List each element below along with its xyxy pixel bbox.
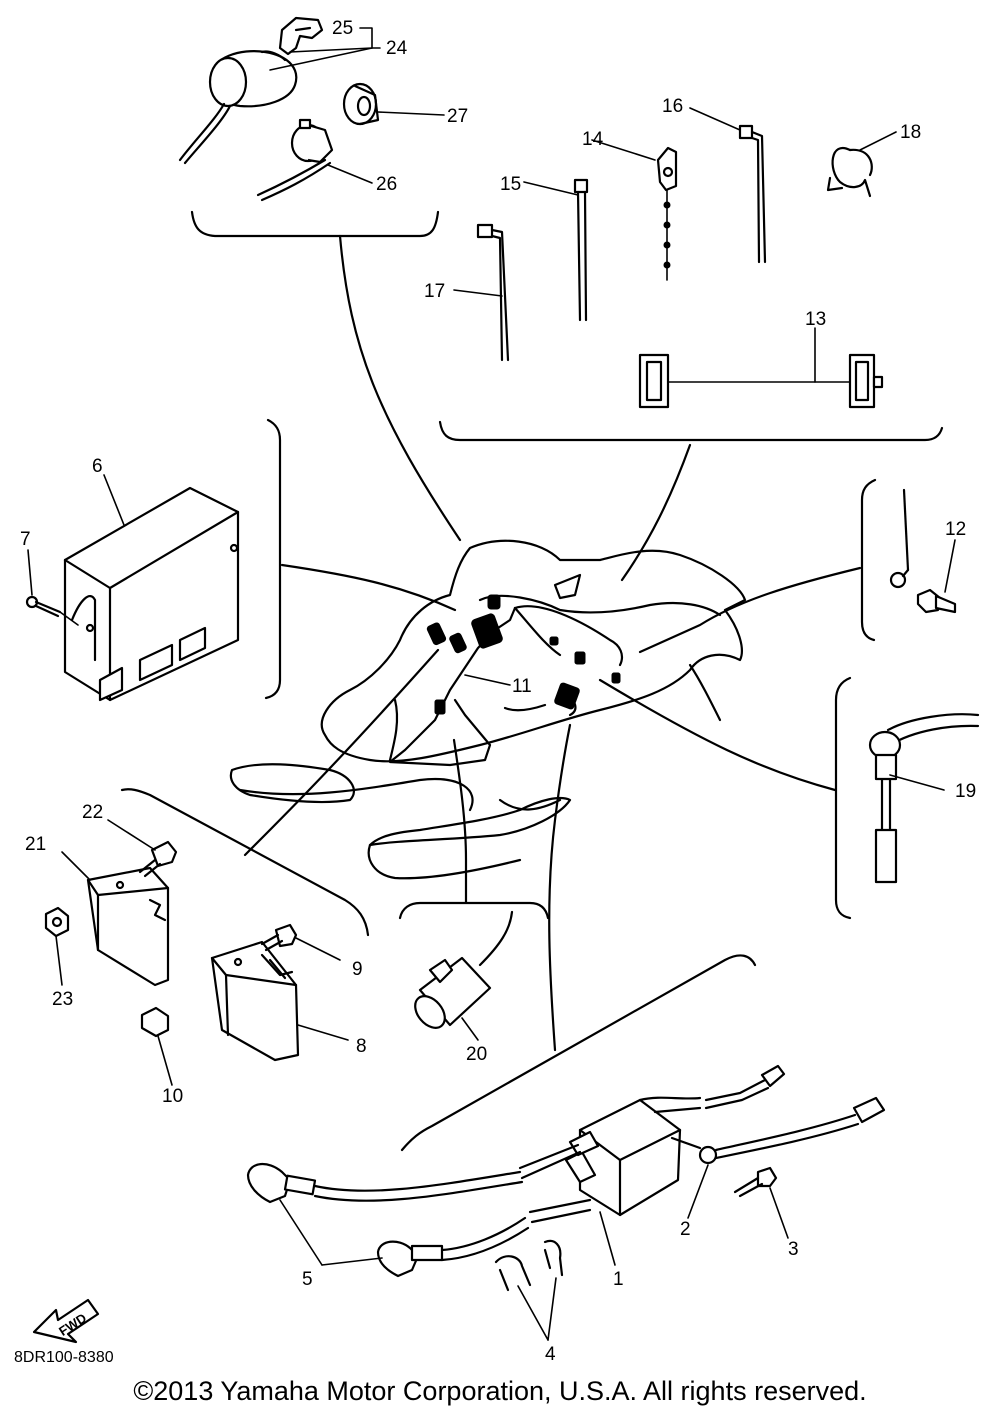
- key-switch-24: [178, 16, 324, 165]
- regulator-21: [86, 866, 170, 987]
- callout-17: 17: [424, 281, 445, 302]
- lead-12: [889, 488, 957, 614]
- callout-2: 2: [680, 1219, 691, 1240]
- callout-10: 10: [162, 1086, 183, 1107]
- callout-labels: 1 2 3 4 5 6 7 8 9 10 11 12 13 14 15 16 1…: [20, 18, 976, 1365]
- callout-22: 22: [82, 802, 103, 823]
- callout-15: 15: [500, 174, 521, 195]
- callout-3: 3: [788, 1239, 799, 1260]
- tie-16: [738, 124, 767, 264]
- screw-3: [733, 1166, 778, 1198]
- callout-1: 1: [613, 1269, 624, 1290]
- callout-18: 18: [900, 122, 921, 143]
- callout-5: 5: [302, 1269, 313, 1290]
- group-brackets: [120, 210, 944, 1152]
- callout-6: 6: [92, 456, 103, 477]
- band-13: [638, 353, 884, 409]
- callout-8: 8: [356, 1036, 367, 1057]
- clips-4: [494, 1239, 564, 1292]
- ecu-6: [63, 486, 240, 702]
- callout-11: 11: [512, 676, 532, 697]
- fwd-arrow-icon: FWD: [32, 1298, 100, 1344]
- callout-13: 13: [805, 309, 826, 330]
- nut-23: [44, 906, 70, 938]
- central-assembly: [229, 539, 747, 880]
- plug-cap-5: [246, 1163, 530, 1278]
- screw-7: [25, 595, 79, 626]
- callout-23: 23: [52, 989, 73, 1010]
- sensor-19: [868, 713, 980, 884]
- callout-12: 12: [945, 519, 966, 540]
- bolt-22: [138, 840, 178, 878]
- callout-4: 4: [545, 1344, 556, 1365]
- callout-21: 21: [25, 834, 46, 855]
- wire-harness-11: [388, 594, 624, 767]
- ignition-coil-1: [518, 1064, 886, 1224]
- callout-25: 25: [332, 18, 353, 39]
- tie-17: [476, 223, 510, 362]
- callout-9: 9: [352, 959, 363, 980]
- callout-16: 16: [662, 96, 683, 117]
- callout-26: 26: [376, 174, 397, 195]
- capacitor-20: [414, 910, 514, 1029]
- tie-14: [656, 146, 678, 281]
- callout-27: 27: [447, 106, 468, 127]
- collar-10: [140, 1006, 170, 1038]
- callout-20: 20: [466, 1044, 487, 1065]
- clip-18: [826, 146, 873, 198]
- copyright-notice: ©2013 Yamaha Motor Corporation, U.S.A. A…: [133, 1376, 867, 1406]
- leader-lines: [27, 27, 956, 1341]
- bolt-9: [260, 923, 298, 952]
- unit-8: [210, 940, 300, 1062]
- switch-26: [256, 118, 334, 202]
- tie-15: [573, 178, 589, 322]
- nut-27: [342, 82, 380, 126]
- part-code: 8DR100-8380: [14, 1349, 114, 1366]
- callout-24: 24: [386, 38, 408, 59]
- callout-19: 19: [955, 781, 976, 802]
- callout-14: 14: [582, 129, 604, 150]
- callout-7: 7: [20, 529, 31, 550]
